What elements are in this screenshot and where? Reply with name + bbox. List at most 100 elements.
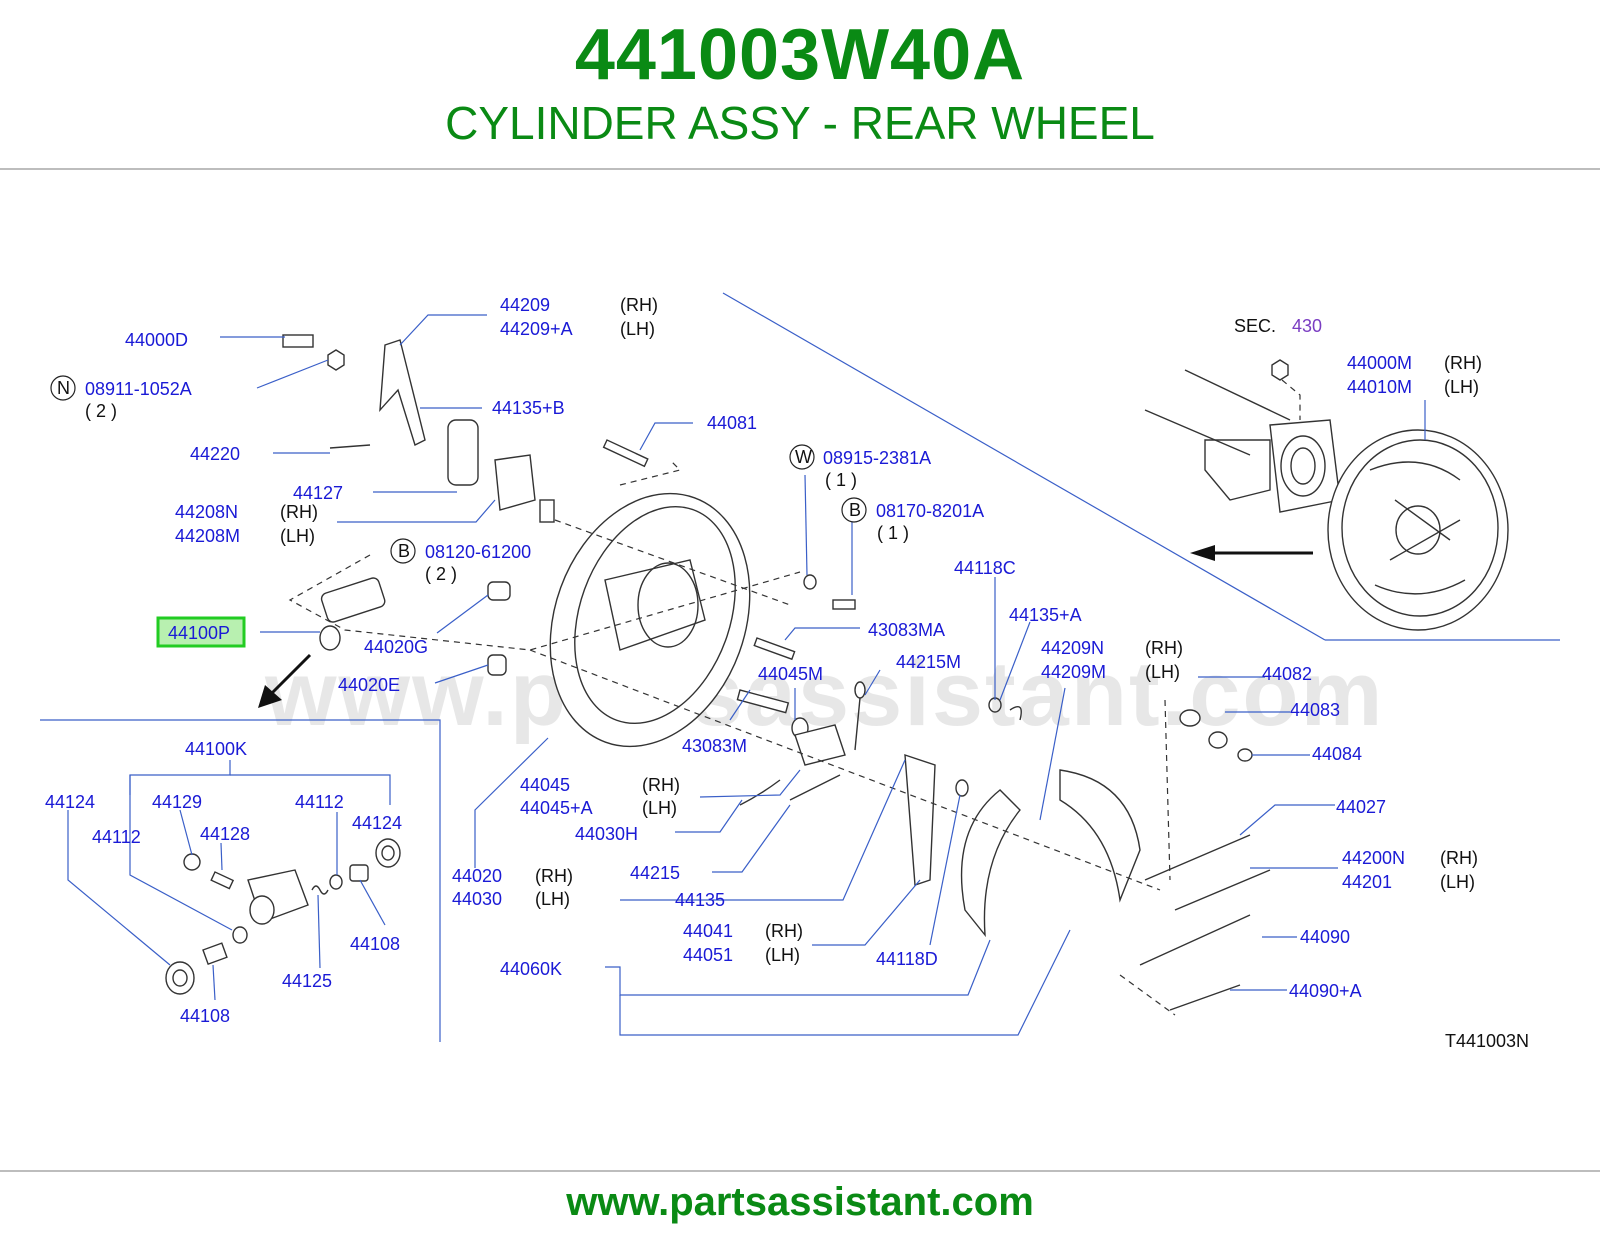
brake-shoes — [904, 754, 1141, 938]
label-08915-2381A[interactable]: 08915-2381A — [823, 448, 931, 468]
label-rh: (RH) — [642, 775, 680, 795]
badge-b2: B — [398, 541, 410, 561]
label-44041[interactable]: 44041 — [683, 921, 733, 941]
label-44100K[interactable]: 44100K — [185, 739, 247, 759]
label-44020[interactable]: 44020 — [452, 866, 502, 886]
label-44125[interactable]: 44125 — [282, 971, 332, 991]
bottom-divider — [0, 1170, 1600, 1172]
adjuster-and-bolts — [736, 574, 866, 806]
label-44090[interactable]: 44090 — [1300, 927, 1350, 947]
label-lh: (LH) — [620, 319, 655, 339]
label-43083M[interactable]: 43083M — [682, 736, 747, 756]
label-44118D[interactable]: 44118D — [876, 949, 938, 969]
label-44090A[interactable]: 44090+A — [1289, 981, 1362, 1001]
label-44108b[interactable]: 44108 — [180, 1006, 230, 1026]
label-rh: (RH) — [620, 295, 658, 315]
qty-1a: ( 1 ) — [825, 470, 857, 490]
label-44118C[interactable]: 44118C — [954, 558, 1016, 578]
inset-arrow — [258, 653, 312, 708]
label-44082[interactable]: 44082 — [1262, 664, 1312, 684]
label-lh: (LH) — [535, 889, 570, 909]
part-labels[interactable]: 44209 (RH) 44209+A (LH) 44000D N 08911-1… — [45, 295, 1529, 1051]
label-43083MA[interactable]: 43083MA — [868, 620, 945, 640]
label-44135A[interactable]: 44135+A — [1009, 605, 1082, 625]
label-44209A[interactable]: 44209+A — [500, 319, 573, 339]
label-44135B[interactable]: 44135+B — [492, 398, 565, 418]
label-44051[interactable]: 44051 — [683, 945, 733, 965]
spec-badges — [50, 375, 867, 564]
label-44135[interactable]: 44135 — [675, 890, 725, 910]
highlight-box-44100P — [156, 616, 246, 648]
parking-lever — [282, 334, 426, 449]
label-rh: (RH) — [765, 921, 803, 941]
label-44020E[interactable]: 44020E — [338, 675, 400, 695]
label-44045M[interactable]: 44045M — [758, 664, 823, 684]
label-44220[interactable]: 44220 — [190, 444, 240, 464]
label-44200N[interactable]: 44200N — [1342, 848, 1405, 868]
label-44060K[interactable]: 44060K — [500, 959, 562, 979]
label-44112a[interactable]: 44112 — [295, 792, 344, 812]
footer-url-link[interactable]: www.partsassistant.com — [566, 1180, 1034, 1224]
leader-lines — [67, 314, 1338, 1036]
label-44124a[interactable]: 44124 — [45, 792, 95, 812]
label-44108a[interactable]: 44108 — [350, 934, 400, 954]
qty-2a: ( 2 ) — [85, 401, 117, 421]
label-44083[interactable]: 44083 — [1290, 700, 1340, 720]
label-44208N[interactable]: 44208N — [175, 502, 238, 522]
label-sec-430[interactable]: 430 — [1292, 316, 1322, 336]
label-44129[interactable]: 44129 — [152, 792, 202, 812]
label-44030H[interactable]: 44030H — [575, 824, 638, 844]
label-44020G[interactable]: 44020G — [364, 637, 428, 657]
label-08120-61200[interactable]: 08120-61200 — [425, 542, 531, 562]
label-44201[interactable]: 44201 — [1342, 872, 1392, 892]
label-08170-8201A[interactable]: 08170-8201A — [876, 501, 984, 521]
label-lh: (LH) — [1145, 662, 1180, 682]
top-divider — [0, 168, 1600, 170]
qty-1b: ( 1 ) — [877, 523, 909, 543]
inset-border-diagonal — [722, 292, 1326, 641]
label-44209N[interactable]: 44209N — [1041, 638, 1104, 658]
backing-plate — [549, 492, 751, 748]
label-44027[interactable]: 44027 — [1336, 797, 1386, 817]
label-44112b[interactable]: 44112 — [92, 827, 141, 847]
label-44128[interactable]: 44128 — [200, 824, 250, 844]
label-44127[interactable]: 44127 — [293, 483, 343, 503]
label-44208M[interactable]: 44208M — [175, 526, 240, 546]
label-44000M[interactable]: 44000M — [1347, 353, 1412, 373]
axle-drum-illustration — [1144, 359, 1509, 631]
label-lh: (LH) — [280, 526, 315, 546]
label-44045A[interactable]: 44045+A — [520, 798, 593, 818]
cylinder-inset-frame — [40, 719, 441, 1042]
label-sec: SEC. — [1234, 316, 1276, 336]
label-44045[interactable]: 44045 — [520, 775, 570, 795]
label-44209[interactable]: 44209 — [500, 295, 550, 315]
qty-2b: ( 2 ) — [425, 564, 457, 584]
label-lh: (LH) — [1444, 377, 1479, 397]
badge-w: W — [795, 447, 812, 467]
label-lh: (LH) — [642, 798, 677, 818]
label-44000D[interactable]: 44000D — [125, 330, 188, 350]
badge-b1: B — [849, 500, 861, 520]
label-44215[interactable]: 44215 — [630, 863, 680, 883]
label-44215M[interactable]: 44215M — [896, 652, 961, 672]
label-lh: (LH) — [1440, 872, 1475, 892]
diagram-code: T441003N — [1445, 1031, 1529, 1051]
label-44010M[interactable]: 44010M — [1347, 377, 1412, 397]
label-rh: (RH) — [1440, 848, 1478, 868]
boot-and-adjuster — [447, 419, 649, 523]
label-44124b[interactable]: 44124 — [352, 813, 402, 833]
label-44209M[interactable]: 44209M — [1041, 662, 1106, 682]
label-lh: (LH) — [765, 945, 800, 965]
part-number-title: 441003W40A — [574, 15, 1026, 95]
label-44100P[interactable]: 44100P — [168, 623, 230, 643]
badge-n: N — [57, 378, 70, 398]
label-rh: (RH) — [280, 502, 318, 522]
label-08911-1052A[interactable]: 08911-1052A — [85, 379, 192, 399]
part-description: CYLINDER ASSY - REAR WHEEL — [445, 97, 1155, 149]
label-44030[interactable]: 44030 — [452, 889, 502, 909]
label-rh: (RH) — [1145, 638, 1183, 658]
label-44084[interactable]: 44084 — [1312, 744, 1362, 764]
assembly-dashed-guides — [288, 461, 1176, 1016]
label-44081[interactable]: 44081 — [707, 413, 757, 433]
